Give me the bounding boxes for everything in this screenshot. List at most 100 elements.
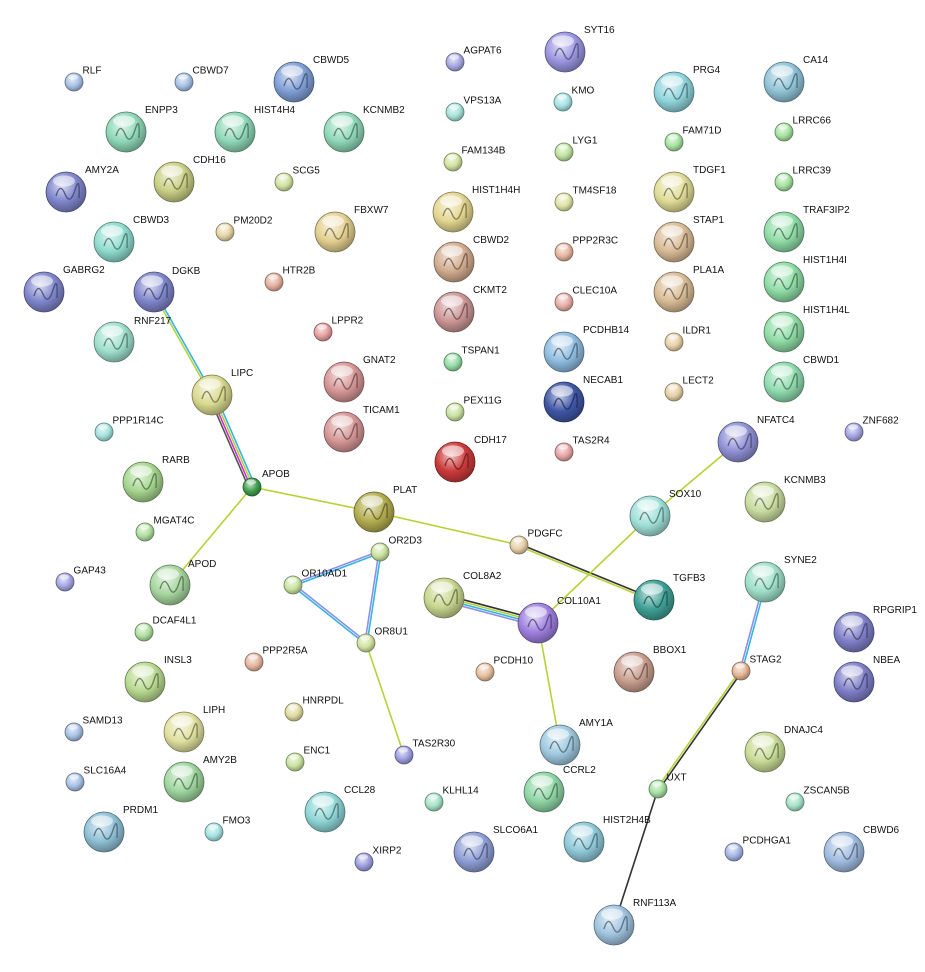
node-cdh16[interactable]: CDH16 [153,155,226,203]
edge-plat-pdgfc[interactable] [373,511,520,546]
node-tdgf1[interactable]: TDGF1 [653,165,726,213]
node-cbwd5[interactable]: CBWD5 [273,55,350,103]
edge-stag2-uxt[interactable] [656,669,743,791]
node-slco6a1[interactable]: SLCO6A1 [453,825,538,873]
node-necab1[interactable]: NECAB1 [543,375,623,423]
node-tas2r4[interactable]: TAS2R4 [554,435,610,462]
node-dgkb[interactable]: DGKB [133,266,201,313]
edge-sox10-col10a1[interactable] [537,515,651,624]
node-col10a1[interactable]: COL10A1 [517,596,601,644]
node-pm20d2[interactable]: PM20D2 [215,215,273,242]
node-enpp3[interactable]: ENPP3 [105,105,178,153]
node-rarb[interactable]: RARB [122,455,190,503]
node-apod[interactable]: APOD [149,559,216,606]
node-lyg1[interactable]: LYG1 [554,135,598,162]
node-ppp2r3c[interactable]: PPP2R3C [554,235,618,262]
node-traf3ip2[interactable]: TRAF3IP2 [763,205,850,253]
node-gnat2[interactable]: GNAT2 [323,355,396,403]
node-vps13a[interactable]: VPS13A [445,95,502,122]
node-dcaf4l1[interactable]: DCAF4L1 [134,615,197,642]
node-syt16[interactable]: SYT16 [544,25,615,73]
node-plat[interactable]: PLAT [353,485,417,533]
node-dnajc4[interactable]: DNAJC4 [744,725,823,773]
node-pdgfc[interactable]: PDGFC [509,528,563,555]
node-liph[interactable]: LIPH [163,705,225,753]
node-cbwd1[interactable]: CBWD1 [763,355,840,403]
node-pcdhb14[interactable]: PCDHB14 [543,325,630,373]
node-enc1[interactable]: ENC1 [285,745,331,772]
node-nbea[interactable]: NBEA [833,655,901,703]
node-pex11g[interactable]: PEX11G [445,395,502,422]
edge-or8u1-tas2r30[interactable] [365,642,405,756]
node-mgat4c[interactable]: MGAT4C [135,515,194,542]
node-pla1a[interactable]: PLA1A [653,265,724,313]
edge-or2d3-or8u1[interactable] [364,551,382,644]
node-scg5[interactable]: SCG5 [274,165,320,192]
node-amy1a[interactable]: AMY1A [539,718,613,766]
node-znf682[interactable]: ZNF682 [844,415,899,442]
node-or8u1[interactable]: OR8U1 [356,626,408,653]
node-or2d3[interactable]: OR2D3 [370,535,422,562]
node-hist1h4i[interactable]: HIST1H4I [763,255,847,303]
node-col8a2[interactable]: COL8A2 [423,571,502,619]
node-lipc[interactable]: LIPC [191,368,253,416]
node-insl3[interactable]: INSL3 [124,655,192,703]
node-cbwd7[interactable]: CBWD7 [174,65,229,92]
edge-or2d3-or10ad1[interactable] [292,550,381,587]
node-agpat6[interactable]: AGPAT6 [445,45,502,72]
node-cbwd6[interactable]: CBWD6 [823,825,900,873]
node-lrrc39[interactable]: LRRC39 [774,165,831,192]
node-amy2a[interactable]: AMY2A [45,165,119,213]
node-uxt[interactable]: UXT [648,772,687,799]
node-lrrc66[interactable]: LRRC66 [774,115,831,142]
node-ildr1[interactable]: ILDR1 [664,325,711,352]
node-sox10[interactable]: SOX10 [629,489,702,537]
node-ccrl2[interactable]: CCRL2 [523,765,596,813]
node-hist1h4h[interactable]: HIST1H4H [432,185,520,233]
node-ppp1r14c[interactable]: PPP1R14C [94,415,164,442]
node-ca14[interactable]: CA14 [763,55,828,103]
node-zscan5b[interactable]: ZSCAN5B [785,785,850,812]
node-hnrpdl[interactable]: HNRPDL [284,695,344,722]
node-ppp2r5a[interactable]: PPP2R5A [244,645,308,672]
node-bbox1[interactable]: BBOX1 [613,645,687,693]
node-prg4[interactable]: PRG4 [653,65,721,113]
node-or10ad1[interactable]: OR10AD1 [283,568,348,595]
node-fam134b[interactable]: FAM134B [443,145,506,172]
node-clec10a[interactable]: CLEC10A [554,285,617,312]
node-samd13[interactable]: SAMD13 [64,715,123,742]
node-stag2[interactable]: STAG2 [731,654,782,681]
node-ckmt2[interactable]: CKMT2 [433,285,507,333]
node-fbxw7[interactable]: FBXW7 [314,205,389,253]
edge-apob-apod[interactable] [169,486,253,586]
node-pcdh10[interactable]: PCDH10 [475,655,533,682]
node-nfatc4[interactable]: NFATC4 [717,415,795,463]
node-htr2b[interactable]: HTR2B [264,265,316,292]
node-tm4sf18[interactable]: TM4SF18 [554,185,617,212]
node-ticam1[interactable]: TICAM1 [323,405,400,453]
node-prdm1[interactable]: PRDM1 [83,805,158,853]
node-slc16a4[interactable]: SLC16A4 [65,765,127,792]
node-rlf[interactable]: RLF [64,65,101,92]
node-hist4h4[interactable]: HIST4H4 [214,105,296,153]
node-klhl14[interactable]: KLHL14 [424,785,479,812]
edge-or10ad1-or8u1[interactable] [291,583,368,645]
node-kcnmb3[interactable]: KCNMB3 [744,475,826,523]
node-syne2[interactable]: SYNE2 [744,555,817,603]
node-cbwd2[interactable]: CBWD2 [433,235,510,283]
node-fam71d[interactable]: FAM71D [664,125,721,152]
edge-apob-plat[interactable] [251,486,375,513]
node-apob[interactable]: APOB [242,469,290,497]
node-rpgrip1[interactable]: RPGRIP1 [833,605,917,653]
node-rnf217[interactable]: RNF217 [93,316,172,363]
node-tspan1[interactable]: TSPAN1 [443,345,500,372]
node-lppr2[interactable]: LPPR2 [313,315,364,342]
node-fmo3[interactable]: FMO3 [204,815,251,842]
edge-col10a1-amy1a[interactable] [537,622,561,746]
node-xirp2[interactable]: XIRP2 [354,845,402,872]
node-rnf113a[interactable]: RNF113A [593,898,676,946]
node-stap1[interactable]: STAP1 [653,215,724,263]
node-ccl28[interactable]: CCL28 [304,785,376,833]
node-pcdhga1[interactable]: PCDHGA1 [724,835,791,862]
edge-uxt-rnf113a[interactable] [613,788,659,926]
